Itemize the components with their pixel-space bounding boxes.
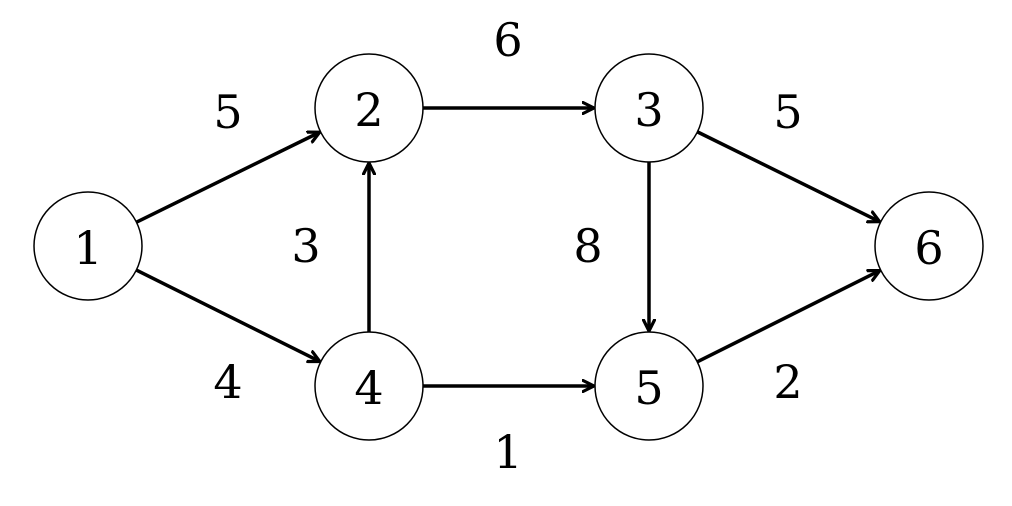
node-4-label: 4 <box>354 361 383 415</box>
node-4: 4 <box>314 331 424 441</box>
edge-weight-4-2: 3 <box>291 219 320 273</box>
node-6-label: 6 <box>914 221 943 275</box>
node-3-label: 3 <box>634 83 663 137</box>
node-6-circle <box>874 191 984 301</box>
node-1-label: 1 <box>73 221 102 275</box>
edge-weights-group: 5 4 6 3 1 8 5 2 <box>213 13 802 479</box>
node-5: 5 <box>594 331 704 441</box>
edge-weight-5-6: 2 <box>773 355 802 409</box>
node-3-circle <box>594 53 704 163</box>
edge-weight-2-3: 6 <box>493 13 522 67</box>
node-3: 3 <box>594 53 704 163</box>
edge-1-to-2-arrow <box>135 132 319 224</box>
node-2: 2 <box>314 53 424 163</box>
edge-weight-3-6: 5 <box>773 85 802 139</box>
node-1: 1 <box>33 191 143 301</box>
edge-weight-3-5: 8 <box>573 219 602 273</box>
edge-5-to-6-arrow <box>696 271 880 364</box>
node-5-label: 5 <box>634 361 663 415</box>
edge-1-to-4-arrow <box>135 268 319 361</box>
edge-3-to-6-arrow <box>696 130 879 222</box>
node-1-circle <box>33 191 143 301</box>
node-2-label: 2 <box>354 83 383 137</box>
node-6: 6 <box>874 191 984 301</box>
nodes-group: 1 2 3 4 5 6 <box>33 53 984 441</box>
node-2-circle <box>314 53 424 163</box>
edge-weight-1-2: 5 <box>213 85 242 139</box>
edges-group <box>135 108 880 386</box>
edge-weight-4-5: 1 <box>493 425 522 479</box>
edge-weight-1-4: 4 <box>213 355 242 409</box>
node-4-circle <box>314 331 424 441</box>
node-5-circle <box>594 331 704 441</box>
